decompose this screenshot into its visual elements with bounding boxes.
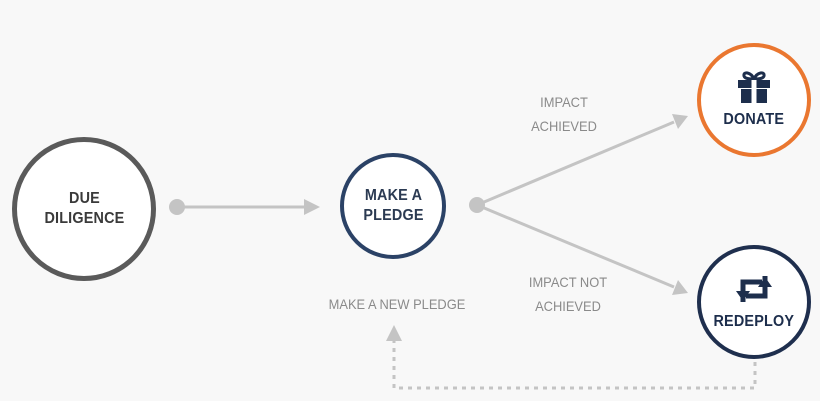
connector-pledge-to-redeploy xyxy=(476,203,688,295)
dashed-loop-line xyxy=(392,340,757,390)
impact-achieved-label: IMPACT ACHIEVED xyxy=(531,94,597,134)
connector-line xyxy=(476,120,675,207)
donate-label: DONATE xyxy=(723,111,785,128)
due-diligence-node: DUE DILIGENCE xyxy=(12,137,156,281)
arrowhead-icon xyxy=(304,199,320,215)
connector-diligence-to-pledge xyxy=(169,199,320,215)
arrowhead-icon xyxy=(672,280,688,295)
due-diligence-label: DUE DILIGENCE xyxy=(43,190,125,227)
make-pledge-label: MAKE A PLEDGE xyxy=(362,187,424,224)
make-new-pledge-label: MAKE A NEW PLEDGE xyxy=(328,296,466,312)
arrowhead-icon xyxy=(386,325,402,341)
donate-node: DONATE xyxy=(697,43,811,157)
impact-not-achieved-label: IMPACT NOT ACHIEVED xyxy=(528,274,608,314)
arrowhead-icon xyxy=(672,114,688,129)
make-pledge-node: MAKE A PLEDGE xyxy=(340,153,446,259)
retweet-icon xyxy=(736,276,772,302)
gift-icon xyxy=(738,71,770,103)
redeploy-node: REDEPLOY xyxy=(697,245,811,359)
connector-line xyxy=(476,203,675,289)
connector-redeploy-to-pledge xyxy=(386,325,757,390)
redeploy-label: REDEPLOY xyxy=(713,313,795,330)
